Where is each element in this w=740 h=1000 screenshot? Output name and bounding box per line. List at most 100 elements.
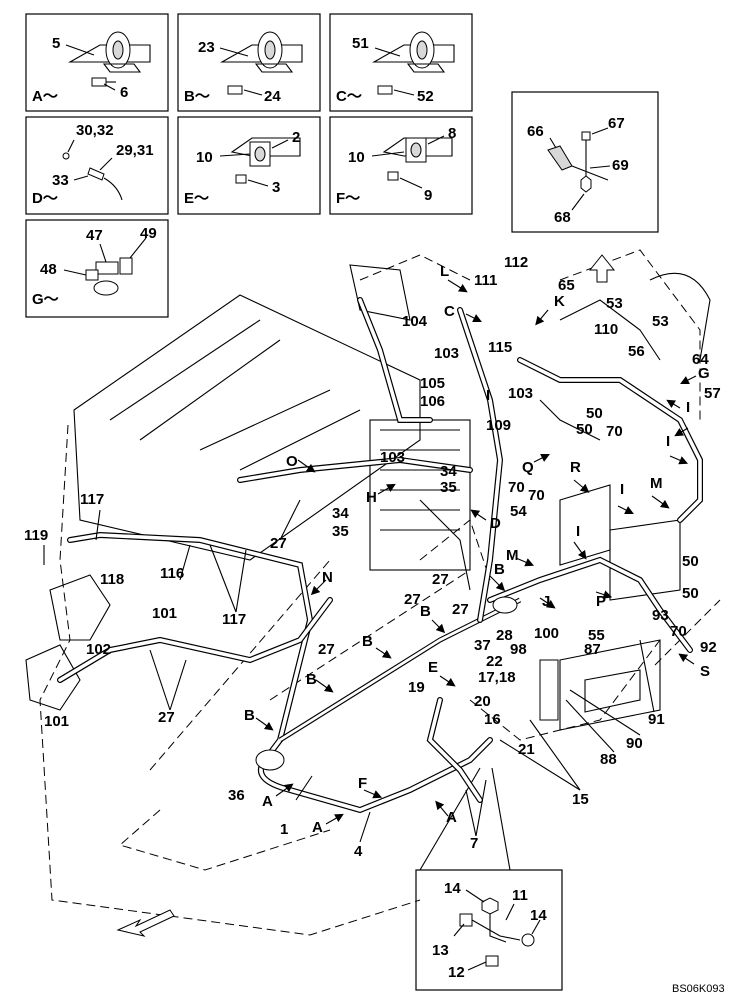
- detail-label-b: B～: [184, 88, 210, 105]
- part-label-104: 104: [402, 313, 428, 330]
- part-69: 69: [612, 157, 629, 174]
- arrow-label-b-2: B: [420, 603, 431, 620]
- part-47: 47: [86, 227, 103, 244]
- arrow-label-i-2: I: [666, 433, 670, 450]
- arrow-label-a-3: A: [446, 809, 457, 826]
- arrow-label-i-3: I: [620, 481, 624, 498]
- part-68: 68: [554, 209, 571, 226]
- arrow-label-h: H: [366, 489, 377, 506]
- arrow-label-b-4: B: [306, 671, 317, 688]
- part-10-f: 10: [348, 149, 365, 166]
- hose-network: [57, 297, 703, 814]
- part-label-36: 36: [228, 787, 245, 804]
- part-label-117-a: 117: [80, 491, 104, 508]
- arrow-label-a-1: A: [262, 793, 273, 810]
- detail-box-e: 2 10 3 E～: [177, 116, 321, 215]
- detail-box-clamp: 14 11 14 13 12: [415, 869, 563, 991]
- part-label-50-c: 50: [682, 553, 699, 570]
- part-label-87: 87: [584, 641, 601, 658]
- part-label-20: 20: [474, 693, 491, 710]
- detail-label-f: F～: [336, 190, 360, 207]
- arrow-label-a-2: A: [312, 819, 323, 836]
- part-label-1: 1: [280, 821, 288, 838]
- part-label-103-a: 103: [434, 345, 459, 362]
- part-23: 23: [198, 39, 215, 56]
- part-label-90: 90: [626, 735, 643, 752]
- part-label-17-18: 17,18: [478, 669, 516, 686]
- part-12: 12: [448, 964, 465, 981]
- part-10-e: 10: [196, 149, 213, 166]
- part-label-37: 37: [474, 637, 491, 654]
- arrow-label-d: D: [490, 515, 501, 532]
- part-label-35-a: 35: [440, 479, 457, 496]
- leader-lines: [43, 499, 655, 843]
- detail-label-g: G～: [32, 291, 59, 308]
- part-label-34-b: 34: [332, 505, 349, 522]
- part-label-50-d: 50: [682, 585, 699, 602]
- part-label-109: 109: [486, 417, 511, 434]
- part-6: 6: [120, 84, 128, 101]
- part-14-a: 14: [444, 880, 461, 897]
- part-label-53-a: 53: [606, 295, 623, 312]
- part-label-70-c: 70: [528, 487, 545, 504]
- part-label-105: 105: [420, 375, 445, 392]
- part-11: 11: [512, 887, 528, 904]
- part-label-34-a: 34: [440, 463, 457, 480]
- arrow-label-j: J: [542, 593, 550, 610]
- drawing-code: BS06K093: [672, 983, 725, 995]
- front-direction-arrow: [588, 254, 616, 283]
- part-label-15: 15: [572, 791, 589, 808]
- machine-outline: [25, 249, 721, 936]
- part-label-70-d: 70: [670, 623, 687, 640]
- part-51: 51: [352, 35, 369, 52]
- detail-box-c: 51 52 C～: [329, 13, 473, 112]
- part-8: 8: [448, 125, 456, 142]
- detail-box-d: 30,32 29,31 33 D～: [25, 116, 169, 215]
- arrow-label-k: K: [554, 293, 565, 310]
- detail-box-p: 66 67 69 68: [511, 91, 659, 233]
- part-label-4: 4: [354, 843, 363, 860]
- arrow-label-m-2: M: [506, 547, 519, 564]
- part-label-103-b: 103: [508, 385, 533, 402]
- part-52: 52: [417, 88, 434, 105]
- part-24: 24: [264, 88, 281, 105]
- part-30-32: 30,32: [76, 122, 114, 139]
- part-label-115: 115: [488, 339, 512, 356]
- part-label-103-c: 103: [380, 449, 405, 466]
- arrow-label-p: P: [596, 593, 606, 610]
- part-14-b: 14: [530, 907, 547, 924]
- detail-label-c: C～: [336, 88, 362, 105]
- detail-box-f: 8 10 9 F～: [329, 116, 473, 215]
- part-33: 33: [52, 172, 69, 189]
- part-label-27-c: 27: [404, 591, 421, 608]
- detail-label-d: D～: [32, 190, 58, 207]
- part-label-70-b: 70: [508, 479, 525, 496]
- part-label-111: 111: [474, 272, 497, 289]
- detail-box-a: 5 6 A～: [25, 13, 169, 112]
- part-29-31: 29,31: [116, 142, 154, 159]
- part-labels: 112 111 65 53 104 53 110 115 103 56 64 1…: [24, 254, 721, 860]
- arrow-label-q: Q: [522, 459, 534, 476]
- arrow-label-c: C: [444, 303, 455, 320]
- arrow-label-i-1: I: [686, 399, 690, 416]
- arrow-label-i-4: I: [576, 523, 580, 540]
- arrow-label-g: G: [698, 365, 710, 382]
- clamp-leader-right: [491, 767, 511, 871]
- part-label-112: 112: [504, 254, 528, 271]
- part-66: 66: [527, 123, 544, 140]
- detail-box-g: 47 49 48 G～: [25, 219, 169, 318]
- part-label-50-b: 50: [576, 421, 593, 438]
- part-label-88: 88: [600, 751, 617, 768]
- part-9: 9: [424, 187, 432, 204]
- part-label-57: 57: [704, 385, 721, 402]
- arrow-letters: L K C G I I O H D Q R I M I M N B B J P …: [244, 263, 710, 836]
- part-label-27-e: 27: [318, 641, 335, 658]
- detail-box-b: 23 24 B～: [177, 13, 321, 112]
- part-label-54: 54: [510, 503, 527, 520]
- part-label-27-d: 27: [452, 601, 469, 618]
- reference-arrows: [255, 279, 697, 825]
- part-label-106: 106: [420, 393, 445, 410]
- part-label-98: 98: [510, 641, 527, 658]
- part-3: 3: [272, 179, 280, 196]
